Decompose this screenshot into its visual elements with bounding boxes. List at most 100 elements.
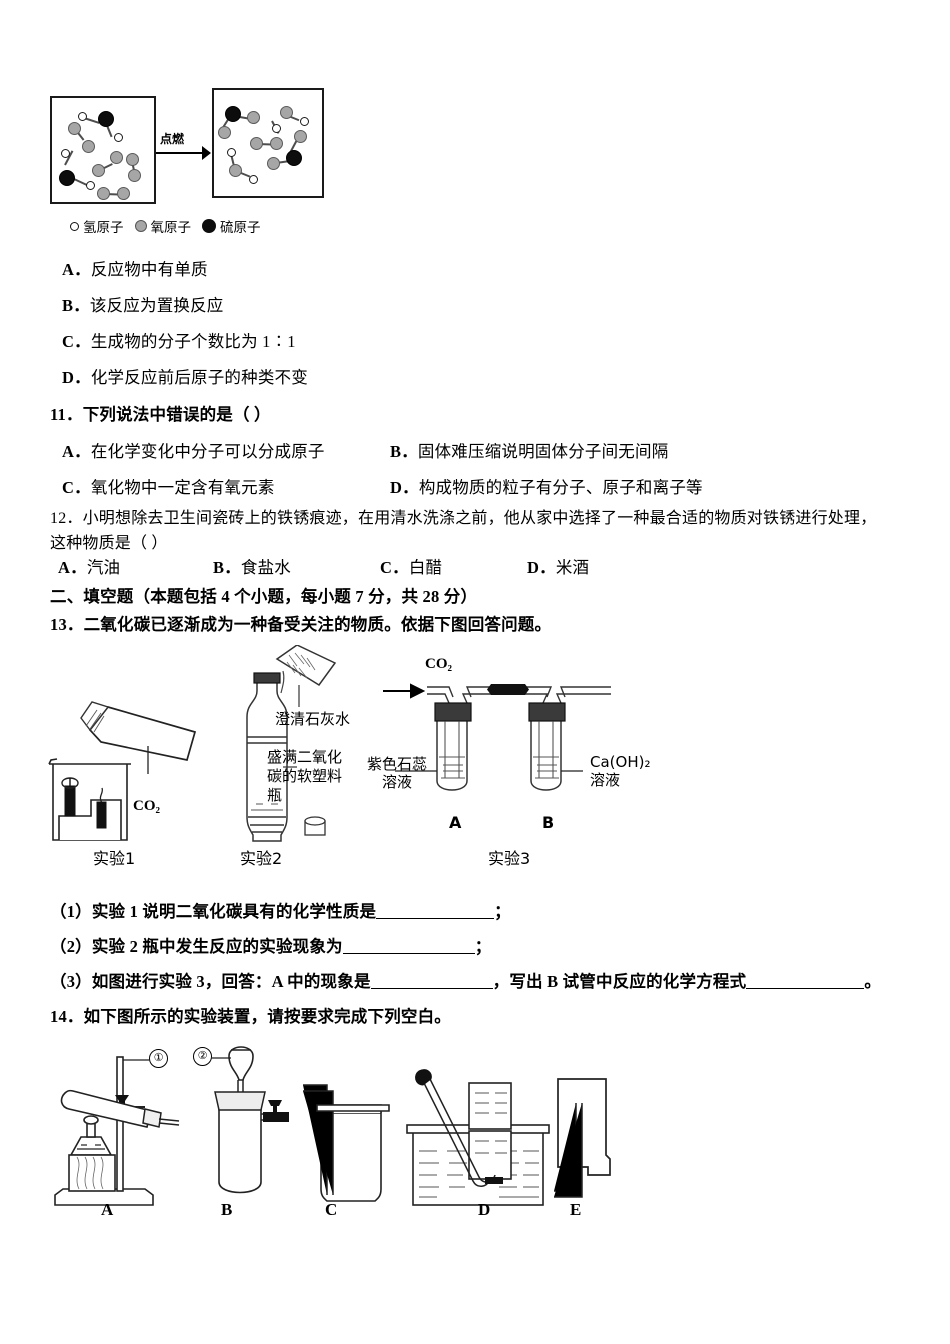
q11-option-a-letter: A． [62,442,91,461]
legend-label-oxygen: 氧原子 [150,220,192,236]
q13-sub2-suffix: ； [474,937,492,956]
experiment-2-drawing [246,645,337,842]
oxygen-atom-icon [134,220,147,232]
q13-experiment-figure: CO₂ [45,645,650,880]
oxygen-atom [92,164,105,177]
limewater-label: 澄清石灰水 [275,710,351,728]
q12-stem-line2: 这种物质是（ ） [50,535,168,552]
q12-option-a-text: 汽油 [86,558,121,577]
q10-option-b: B．该反应为置换反应 [62,294,224,319]
q13-sub3-answer-blank-1[interactable] [370,988,493,989]
q12-option-b: B．食盐水 [213,556,291,581]
tube-a-label: A [449,813,462,832]
hydrogen-atom-icon [70,221,79,231]
oxygen-atom [117,187,130,200]
arrow-head [202,146,211,160]
oxygen-atom [250,137,263,150]
experiment-1-caption: 实验1 [93,849,136,868]
q10-option-b-text: 该反应为置换反应 [89,296,224,315]
q11-option-c: C．氧化物中一定含有氧元素 [62,476,275,501]
legend-item-hydrogen: 氢原子 [70,216,124,236]
oxygen-atom [267,157,280,170]
q12-option-b-text: 食盐水 [240,558,292,577]
q10-option-b-letter: B． [62,296,90,315]
apparatus-b-drawing [214,1046,289,1194]
callout-2-icon: ② [193,1047,212,1066]
tube-b-label: B [542,813,555,832]
product-box [212,88,324,198]
q10-option-a-text: 反应物中有单质 [90,260,208,279]
hydrogen-atom [114,133,123,142]
q11-option-d: D．构成物质的粒子有分子、原子和离子等 [390,476,703,501]
oxygen-atom [218,126,231,139]
purple-litmus-label: 紫色石蕊 溶液 [367,755,428,791]
apparatus-e-drawing [554,1078,611,1198]
q13-sub2-prefix: （2）实验 2 瓶中发生反应的实验现象为 [50,937,343,956]
q11-stem: 11．下列说法中错误的是（ ） [50,405,271,424]
hydrogen-atom [272,124,281,133]
q13-sub3-answer-blank-2[interactable] [746,988,865,989]
sulfur-atom [286,150,302,166]
q12-option-c: C．白醋 [380,556,442,581]
apparatus-a-caption: A [101,1200,114,1219]
q13-sub3: （3）如图进行实验 3，回答：A 中的现象是，写出 B 试管中反应的化学方程式。 [50,970,881,995]
apparatus-b-caption: B [221,1200,233,1219]
q10-option-d: D．化学反应前后原子的种类不变 [62,366,308,391]
q12-option-d-letter: D． [527,558,556,577]
q11-option-b: B．固体难压缩说明固体分子间无间隔 [390,440,668,465]
legend-label-hydrogen: 氢原子 [83,220,124,236]
q13-sub2-answer-blank[interactable] [342,953,475,954]
section-two-heading: 二、填空题（本题包括 4 个小题，每小题 7 分，共 28 分） [50,587,478,606]
q12-option-d-text: 米酒 [555,558,590,577]
q10-option-d-text: 化学反应前后原子的种类不变 [90,368,308,387]
q13-sub1-suffix: ； [494,902,511,921]
apparatus-c-caption: C [325,1200,338,1219]
q12-option-a: A．汽油 [58,556,120,581]
oxygen-atom [229,164,242,177]
q11-option-d-letter: D． [390,478,419,497]
callout-1-icon: ① [149,1049,168,1068]
q12-option-c-letter: C． [380,558,409,577]
q11-option-b-letter: B． [390,442,418,461]
hydrogen-atom [249,175,258,184]
apparatus-d-drawing [406,1069,550,1206]
q14-apparatus-figure: ① [45,1035,635,1235]
q10-option-c: C．生成物的分子个数比为 1∶1 [62,330,296,355]
reaction-condition-label: 点燃 [160,132,185,146]
q13-sub1: （1）实验 1 说明二氧化碳具有的化学性质是 ； [50,900,511,925]
hydrogen-atom [227,148,236,157]
q13-sub1-prefix: （1）实验 1 说明二氧化碳具有的化学性质是 [50,902,377,921]
sulfur-atom [98,111,114,127]
apparatus-a-drawing [54,1056,180,1206]
oxygen-atom [280,106,293,119]
q11-option-b-text: 固体难压缩说明固体分子间无间隔 [417,442,669,461]
q14-stem: 14．如下图所示的实验装置，请按要求完成下列空白。 [50,1007,451,1026]
oxygen-atom [97,187,110,200]
oxygen-atom [126,153,139,166]
sulfur-atom [225,106,241,122]
q13-sub3-prefix: （3）如图进行实验 3，回答：A 中的现象是 [50,972,371,991]
oxygen-atom [294,130,307,143]
sulfur-atom [59,170,75,186]
co2-label-exp1: CO₂ [133,798,160,814]
q13-sub3-middle: ，写出 B 试管中反应的化学方程式 [492,972,747,991]
q12-option-c-text: 白醋 [408,558,443,577]
experiment-3-drawing [383,683,611,791]
q13-stem: 13．二氧化碳已逐渐成为一种备受关注的物质。依据下图回答问题。 [50,615,552,634]
calcium-hydroxide-label: Ca(OH)₂ 溶液 [590,753,651,789]
molecular-reaction-figure: 点燃 [50,88,340,248]
oxygen-atom [247,111,260,124]
q12-option-b-letter: B． [213,558,241,577]
experiment-1-drawing [48,701,197,841]
q13-sub1-answer-blank[interactable] [376,918,495,919]
q11-option-d-text: 构成物质的粒子有分子、原子和离子等 [418,478,703,497]
q12-stem-line1: 12．小明想除去卫生间瓷砖上的铁锈痕迹，在用清水洗涤之前，他从家中选择了一种最合… [50,510,877,527]
oxygen-atom [128,169,141,182]
sulfur-atom-icon [202,219,216,233]
oxygen-atom [82,140,95,153]
legend-item-oxygen: 氧原子 [134,216,192,236]
hydrogen-atom [78,112,87,121]
q11-option-c-text: 氧化物中一定含有氧元素 [90,478,275,497]
oxygen-atom [110,151,123,164]
